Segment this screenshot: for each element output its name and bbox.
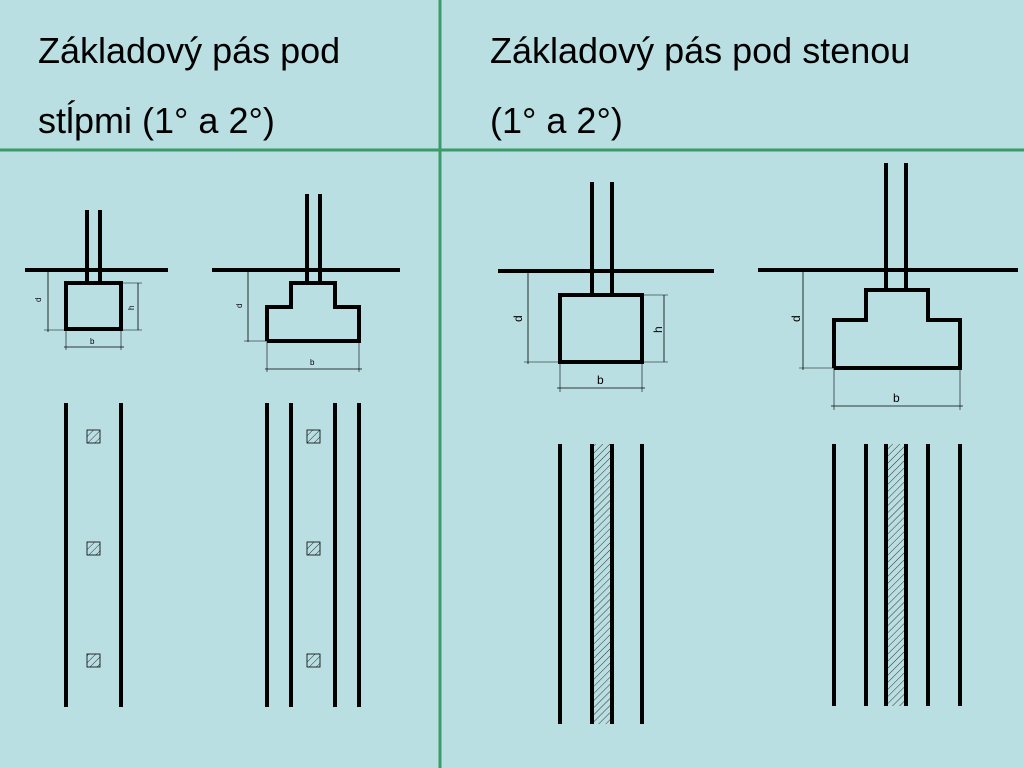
title-columns-footing: Základový pás pod stĺpmi (1° a 2°)	[38, 16, 340, 156]
column-marker	[306, 653, 321, 668]
title-left-line1: Základový pás pod	[38, 30, 341, 71]
dim-label-d-4: d	[789, 315, 803, 322]
plan-wall-footing-1	[558, 444, 644, 724]
dim-label-h-1: h	[127, 306, 136, 310]
title-right-line2: (1° a 2°)	[490, 100, 623, 141]
title-wall-footing: Základový pás pod stenou (1° a 2°)	[490, 16, 910, 156]
section-column-footing-1	[25, 210, 168, 350]
dim-label-b-3: b	[597, 373, 604, 387]
column-marker	[306, 429, 321, 444]
column-marker	[86, 429, 101, 444]
title-right-line1: Základový pás pod stenou	[490, 30, 911, 71]
section-wall-footing-1	[498, 182, 714, 392]
column-marker	[86, 653, 101, 668]
dim-label-d-2: d	[235, 304, 244, 308]
plan-column-footing-1	[64, 403, 123, 707]
plan-wall-footing-2	[832, 444, 962, 706]
column-marker	[306, 541, 321, 556]
dim-label-b-4: b	[893, 391, 900, 405]
dim-label-b-2: b	[310, 358, 315, 367]
column-marker	[86, 541, 101, 556]
dim-label-d-1: d	[34, 298, 43, 302]
title-left-line2: stĺpmi (1° a 2°)	[38, 100, 275, 141]
section-wall-footing-2	[758, 163, 1018, 410]
dim-label-d-3: d	[511, 315, 525, 322]
wall-hatch	[886, 444, 906, 706]
plan-column-footing-2	[265, 403, 361, 707]
section-column-footing-2	[212, 194, 400, 372]
dim-label-h-3: h	[651, 326, 665, 333]
dim-label-b-1: b	[90, 337, 95, 346]
wall-hatch	[592, 444, 612, 724]
